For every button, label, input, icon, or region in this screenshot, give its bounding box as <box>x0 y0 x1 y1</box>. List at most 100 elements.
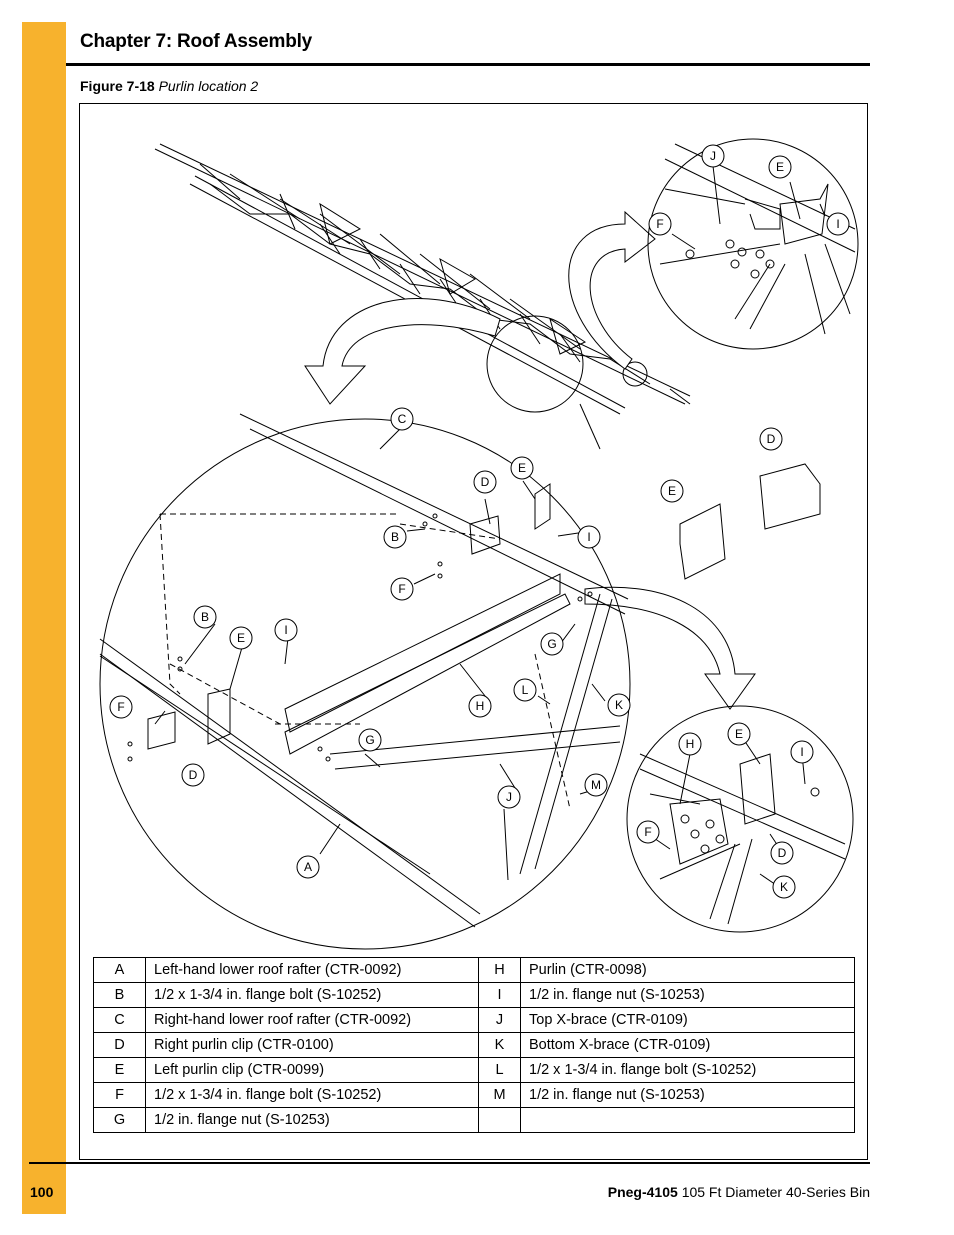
svg-text:E: E <box>735 727 743 741</box>
figure-number: Figure 7-18 <box>80 78 155 94</box>
arrow-to-main-detail <box>304 298 501 405</box>
svg-text:D: D <box>481 475 490 489</box>
top-detail <box>647 138 859 350</box>
part-description: 1/2 x 1-3/4 in. flange bolt (S-10252) <box>145 1082 479 1108</box>
part-description: 1/2 x 1-3/4 in. flange bolt (S-10252) <box>145 982 479 1008</box>
svg-text:G: G <box>365 733 374 747</box>
arrow-to-lower-detail <box>584 586 756 710</box>
callout-top-i: I <box>826 212 850 236</box>
callout-main-f2: F <box>109 695 133 719</box>
part-key: C <box>93 1007 146 1033</box>
table-row: E Left purlin clip (CTR-0099) L 1/2 x 1-… <box>93 1057 855 1083</box>
svg-text:I: I <box>800 745 803 759</box>
svg-text:F: F <box>398 582 405 596</box>
chapter-side-tab <box>22 22 66 1214</box>
part-key: E <box>93 1057 146 1083</box>
callout-main-f: F <box>390 577 414 601</box>
zoom-circle-1 <box>486 315 584 413</box>
svg-text:H: H <box>476 699 485 713</box>
svg-text:F: F <box>656 217 663 231</box>
callout-top-j: J <box>701 144 725 168</box>
svg-text:M: M <box>591 778 601 792</box>
callout-main-i2: I <box>274 618 298 642</box>
part-key <box>478 1107 521 1133</box>
callout-lower-h: H <box>678 732 702 756</box>
lower-detail <box>626 705 854 933</box>
part-key: J <box>478 1007 521 1033</box>
svg-text:E: E <box>776 160 784 174</box>
svg-text:E: E <box>237 631 245 645</box>
part-key: F <box>93 1082 146 1108</box>
svg-text:K: K <box>615 698 623 712</box>
rafter-truss <box>154 143 691 450</box>
svg-text:E: E <box>518 461 526 475</box>
part-description: 1/2 x 1-3/4 in. flange bolt (S-10252) <box>520 1057 855 1083</box>
callout-loose-d: D <box>759 427 783 451</box>
callout-lower-f: F <box>636 820 660 844</box>
callout-top-e: E <box>768 155 792 179</box>
part-key: B <box>93 982 146 1008</box>
part-key: M <box>478 1082 521 1108</box>
callout-lower-i: I <box>790 740 814 764</box>
header-rule <box>66 63 870 66</box>
table-row: B 1/2 x 1-3/4 in. flange bolt (S-10252) … <box>93 982 855 1008</box>
table-row: C Right-hand lower roof rafter (CTR-0092… <box>93 1007 855 1033</box>
callout-main-d2: D <box>181 763 205 787</box>
svg-text:B: B <box>391 530 399 544</box>
svg-text:D: D <box>778 846 787 860</box>
part-description: Left purlin clip (CTR-0099) <box>145 1057 479 1083</box>
table-row: F 1/2 x 1-3/4 in. flange bolt (S-10252) … <box>93 1082 855 1108</box>
callout-main-c: C <box>390 407 414 431</box>
callout-main-l: L <box>513 678 537 702</box>
part-description: Purlin (CTR-0098) <box>520 957 855 983</box>
svg-text:K: K <box>780 880 788 894</box>
figure-title: Purlin location 2 <box>158 78 259 94</box>
part-key: K <box>478 1032 521 1058</box>
table-row: G 1/2 in. flange nut (S-10253) <box>93 1107 855 1133</box>
callout-main-b2: B <box>193 605 217 629</box>
svg-text:I: I <box>587 530 590 544</box>
part-description: Right purlin clip (CTR-0100) <box>145 1032 479 1058</box>
svg-text:G: G <box>547 637 556 651</box>
callout-main-k: K <box>607 693 631 717</box>
part-key: D <box>93 1032 146 1058</box>
svg-text:C: C <box>398 412 407 426</box>
figure-frame <box>79 103 868 1160</box>
figure-caption: Figure 7-18 Purlin location 2 <box>80 78 258 94</box>
callout-main-d: D <box>473 470 497 494</box>
callout-loose-e: E <box>660 479 684 503</box>
callout-main-e: E <box>510 456 534 480</box>
part-description: Left-hand lower roof rafter (CTR-0092) <box>145 957 479 983</box>
callout-main-m: M <box>584 773 608 797</box>
footer-rule <box>29 1162 870 1164</box>
callout-main-h: H <box>468 694 492 718</box>
callout-main-j: J <box>497 785 521 809</box>
callout-main-e2: E <box>229 626 253 650</box>
part-description <box>520 1107 855 1133</box>
part-description: Top X-brace (CTR-0109) <box>520 1007 855 1033</box>
chapter-title: Chapter 7: Roof Assembly <box>80 31 313 52</box>
callout-lower-e: E <box>727 722 751 746</box>
svg-text:J: J <box>506 790 512 804</box>
part-description: 1/2 in. flange nut (S-10253) <box>145 1107 479 1133</box>
svg-text:L: L <box>522 683 529 697</box>
part-description: Bottom X-brace (CTR-0109) <box>520 1032 855 1058</box>
svg-text:I: I <box>836 217 839 231</box>
document-number: Pneg-4105 <box>607 1184 678 1200</box>
table-row: D Right purlin clip (CTR-0100) K Bottom … <box>93 1032 855 1058</box>
svg-text:A: A <box>304 860 312 874</box>
part-key: I <box>478 982 521 1008</box>
part-description: Right-hand lower roof rafter (CTR-0092) <box>145 1007 479 1033</box>
svg-text:D: D <box>767 432 776 446</box>
callout-main-g2: G <box>358 728 382 752</box>
svg-text:B: B <box>201 610 209 624</box>
svg-text:F: F <box>117 700 124 714</box>
part-description: 1/2 in. flange nut (S-10253) <box>520 982 855 1008</box>
part-key: L <box>478 1057 521 1083</box>
svg-text:I: I <box>284 623 287 637</box>
part-key: A <box>93 957 146 983</box>
page-number: 100 <box>30 1184 54 1200</box>
svg-text:H: H <box>686 737 695 751</box>
main-detail <box>99 413 631 950</box>
part-key: H <box>478 957 521 983</box>
